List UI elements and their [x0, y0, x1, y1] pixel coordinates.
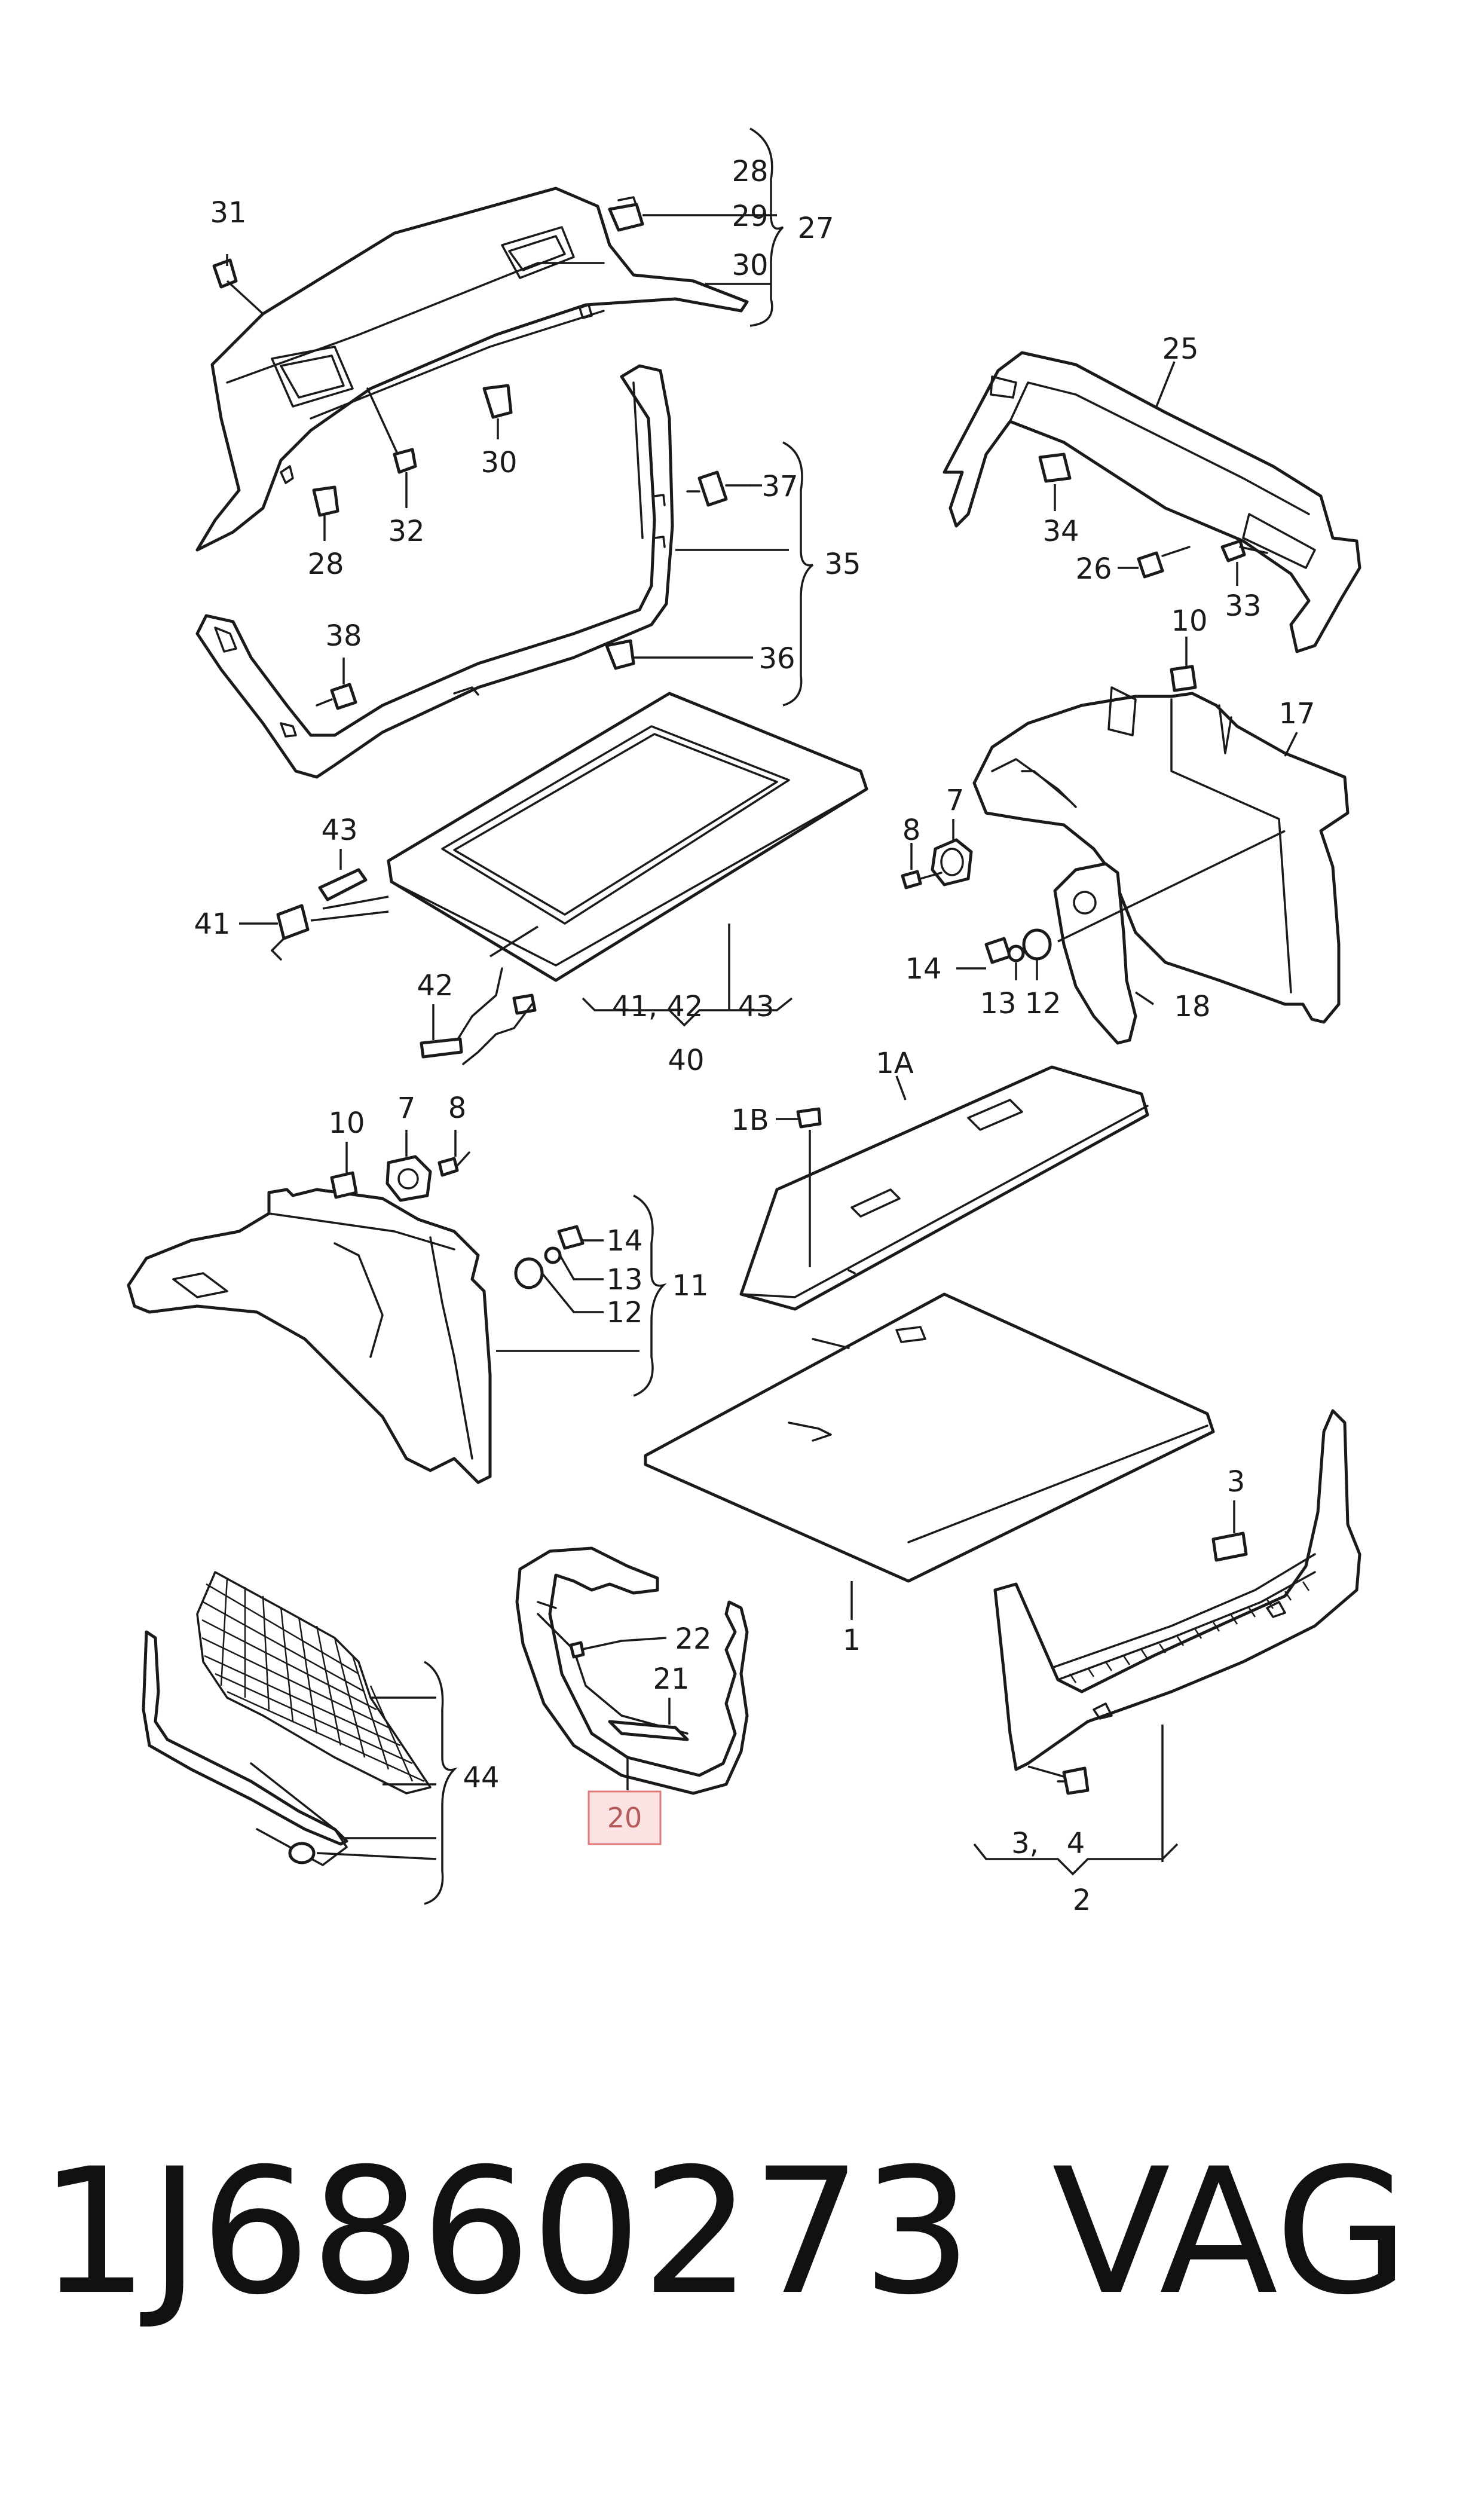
label-7-left: 7 [397, 1092, 416, 1125]
washer-14-left [557, 1225, 585, 1250]
part-number: 1J6860273 [39, 2132, 972, 2333]
cable-42 [420, 967, 537, 1065]
part-35-loop-trim [195, 364, 674, 779]
cap-12-right [1022, 928, 1052, 961]
screw-32 [366, 387, 417, 474]
washer-14-right [984, 937, 1012, 964]
rod-43 [318, 868, 368, 901]
label-14-left: 14 [606, 1224, 642, 1258]
highlight-box [588, 1790, 662, 1845]
part-1-floor-mat [644, 1292, 1215, 1583]
label-2: 2 [1073, 1884, 1091, 1917]
clip-37 [686, 470, 751, 507]
part-2-bumper-trim [993, 1409, 1361, 1771]
label-10-left: 10 [328, 1106, 365, 1140]
label-21: 21 [653, 1662, 689, 1696]
part-27-upper-trim-panel [195, 187, 749, 552]
label-42: 42 [417, 969, 453, 1002]
cap-12-left [514, 1257, 544, 1289]
label-43-top: 43 [321, 814, 357, 847]
screw-1B [796, 1107, 822, 1129]
label-1A: 1A [876, 1047, 914, 1080]
label-26: 26 [1075, 552, 1112, 586]
part-20-corner-trim [515, 1546, 749, 1795]
part-44-cargo-net [142, 1571, 432, 1866]
screw-22 [569, 1640, 623, 1659]
label-10-right: 10 [1171, 604, 1207, 638]
label-34: 34 [1042, 515, 1079, 548]
label-14-right: 14 [905, 952, 941, 986]
washer-13-left [544, 1246, 562, 1264]
clip-3 [1211, 1531, 1248, 1562]
label-22: 22 [675, 1622, 711, 1656]
label-11: 11 [672, 1269, 708, 1303]
label-4: 4 [1067, 1827, 1085, 1860]
hinge-41 [271, 904, 310, 961]
label-28-lower: 28 [307, 548, 344, 581]
part-21-strip [608, 1720, 689, 1741]
label-12-right: 12 [1024, 987, 1061, 1020]
part-11-side-trim [127, 1188, 492, 1484]
label-3: 3 [1227, 1465, 1246, 1499]
part-1A-floor-board [739, 1065, 1149, 1311]
label-35: 35 [824, 548, 861, 581]
screw-38 [316, 683, 357, 710]
label-13-left: 13 [606, 1263, 642, 1297]
label-33: 33 [1225, 589, 1261, 623]
screw-33 [1220, 539, 1268, 562]
label-36: 36 [758, 642, 795, 675]
label-38: 38 [325, 619, 362, 653]
label-13-right: 13 [980, 987, 1016, 1020]
label-29: 29 [732, 200, 768, 233]
label-43-group: 43 [738, 990, 774, 1023]
label-32: 32 [388, 515, 424, 548]
screw-10-right [1170, 665, 1197, 692]
screw-10-left [330, 1171, 358, 1199]
label-7-right: 7 [946, 784, 965, 817]
label-1B: 1B [731, 1103, 769, 1137]
label-1: 1 [843, 1624, 861, 1657]
screw-26 [1137, 546, 1191, 579]
label-8-left: 8 [448, 1092, 467, 1125]
brand-name: VAG [1052, 2132, 1409, 2333]
label-28-top: 28 [732, 155, 768, 188]
label-31: 31 [210, 196, 246, 230]
screw-8-right [901, 870, 943, 889]
label-41: 41 [194, 907, 230, 941]
clip-4 [1057, 1766, 1090, 1795]
part-18-bracket [1053, 862, 1137, 1045]
label-37: 37 [761, 470, 798, 503]
hook-7-left [385, 1155, 432, 1202]
label-8-right: 8 [902, 814, 921, 847]
clip-31 [212, 258, 238, 289]
label-25: 25 [1162, 332, 1198, 366]
part-40-parcel-shelf [387, 692, 868, 982]
label-20-highlight: 20 [607, 1802, 642, 1834]
label-44: 44 [463, 1761, 499, 1794]
label-40: 40 [668, 1044, 704, 1077]
label-17: 17 [1278, 697, 1315, 730]
clip-29 [608, 196, 644, 232]
clip-28 [312, 485, 339, 517]
label-12-left: 12 [606, 1296, 642, 1329]
part-25-rear-trim [943, 351, 1361, 653]
screw-8-left [437, 1151, 470, 1177]
clip-30 [482, 384, 513, 419]
label-18: 18 [1174, 990, 1210, 1023]
washer-13-right [1007, 944, 1025, 962]
label-27: 27 [797, 212, 834, 245]
label-41-42: 41, 42 [612, 990, 703, 1023]
hook-7-right [931, 838, 973, 886]
label-30-lower: 30 [481, 446, 517, 479]
part-17-side-trim [972, 686, 1350, 1024]
label-3-comma: 3, [1011, 1827, 1039, 1860]
clip-34 [1038, 453, 1072, 483]
clip-36 [605, 639, 635, 670]
label-30-top: 30 [732, 249, 768, 282]
